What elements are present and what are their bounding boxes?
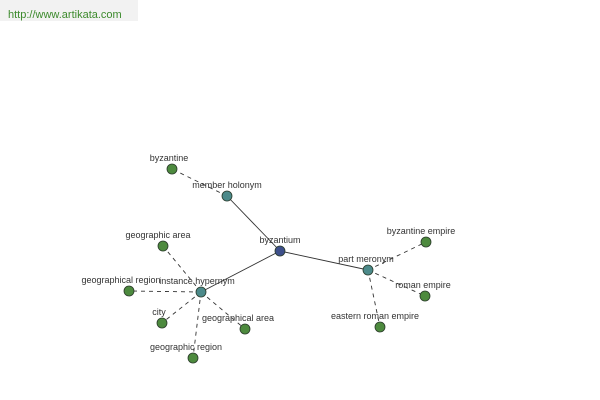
relation-node-instance-hypernym[interactable]: instance hypernym (159, 276, 235, 298)
node-label: byzantine (150, 153, 189, 163)
leaf-node-geographical-region[interactable]: geographical region (81, 275, 161, 297)
node-dot[interactable] (239, 323, 251, 335)
graph-edges (128, 168, 427, 359)
node-label: geographic region (150, 342, 222, 352)
leaf-node-geographic-area[interactable]: geographic area (125, 230, 191, 252)
node-dot[interactable] (166, 163, 178, 175)
node-label: byzantine empire (387, 226, 456, 236)
relation-node-part-meronym[interactable]: part meronym (338, 254, 394, 276)
node-dot[interactable] (362, 264, 374, 276)
leaf-node-byzantine[interactable]: byzantine (150, 153, 189, 175)
edge-instance-hypernym-geographic-area (162, 245, 202, 293)
node-label: geographic area (125, 230, 190, 240)
node-dot[interactable] (274, 245, 286, 257)
edge-part-meronym-byzantine-empire (367, 241, 427, 271)
graph-nodes: byzantine geographic area geographical reg… (81, 153, 456, 364)
edge-center-instance-hypernym (200, 250, 281, 293)
leaf-node-geographical-area[interactable]: geographical area (202, 313, 274, 335)
node-label: instance hypernym (159, 276, 235, 286)
node-label: eastern roman empire (331, 311, 419, 321)
leaf-node-geographic-region[interactable]: geographic region (150, 342, 222, 364)
node-label: byzantium (259, 235, 300, 245)
center-node-byzantium[interactable]: byzantium (259, 235, 301, 257)
edge-member-holonym-byzantine (171, 168, 228, 197)
edge-instance-hypernym-city (161, 291, 202, 324)
edge-part-meronym-eastern-roman-empire (367, 269, 381, 328)
node-label: part meronym (338, 254, 394, 264)
node-dot[interactable] (187, 352, 199, 364)
edge-part-meronym-roman-empire (367, 269, 426, 297)
site-url[interactable]: http://www.artikata.com (8, 9, 122, 21)
relation-node-member-holonym[interactable]: member holonym (192, 180, 262, 202)
node-dot[interactable] (420, 236, 432, 248)
leaf-node-city[interactable]: city (152, 307, 168, 329)
edge-instance-hypernym-geographical-region (128, 290, 202, 293)
node-dot[interactable] (123, 285, 135, 297)
node-dot[interactable] (419, 290, 431, 302)
node-dot[interactable] (374, 321, 386, 333)
node-label: city (152, 307, 166, 317)
node-dot[interactable] (221, 190, 233, 202)
node-label: roman empire (395, 280, 451, 290)
url-bar: http://www.artikata.com (0, 0, 138, 21)
node-dot[interactable] (157, 240, 169, 252)
edge-center-part-meronym (279, 250, 369, 271)
leaf-node-eastern-roman-empire[interactable]: eastern roman empire (331, 311, 419, 333)
leaf-node-byzantine-empire[interactable]: byzantine empire (387, 226, 456, 248)
edge-center-member-holonym (226, 195, 281, 252)
node-label: geographical area (202, 313, 274, 323)
edge-instance-hypernym-geographic-region (192, 291, 202, 359)
node-label: geographical region (81, 275, 160, 285)
edge-instance-hypernym-geographical-area (200, 291, 246, 330)
node-dot[interactable] (156, 317, 168, 329)
node-dot[interactable] (195, 286, 207, 298)
node-label: member holonym (192, 180, 262, 190)
leaf-node-roman-empire[interactable]: roman empire (395, 280, 451, 302)
